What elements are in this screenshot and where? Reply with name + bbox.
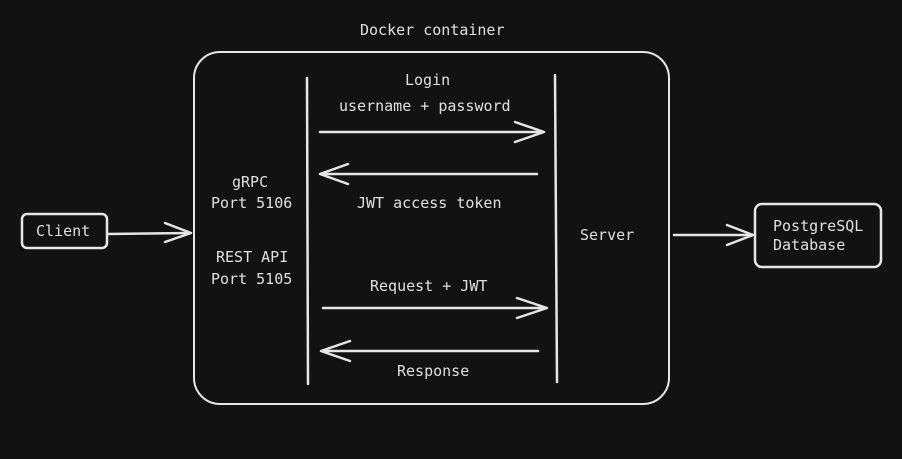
response-label: Response bbox=[397, 362, 470, 380]
database-label-line2: Database bbox=[773, 236, 846, 254]
request-jwt-label: Request + JWT bbox=[370, 277, 488, 295]
database-box bbox=[753, 202, 883, 269]
server-to-database-arrow bbox=[672, 223, 755, 247]
credentials-label: username + password bbox=[339, 97, 511, 115]
login-request-arrow bbox=[318, 120, 546, 144]
docker-container-box bbox=[193, 51, 670, 405]
response-arrow bbox=[319, 339, 540, 363]
client-label: Client bbox=[36, 222, 91, 240]
gateway-boundary-line bbox=[305, 76, 310, 386]
grpc-port-label: Port 5106 bbox=[211, 194, 293, 212]
client-to-gateway-arrow bbox=[106, 221, 193, 244]
grpc-label: gRPC bbox=[232, 173, 269, 191]
rest-api-label: REST API bbox=[216, 248, 289, 266]
container-title: Docker container bbox=[360, 21, 505, 39]
database-label-line1: PostgreSQL bbox=[773, 217, 864, 235]
rest-port-label: Port 5105 bbox=[211, 270, 293, 288]
jwt-token-label: JWT access token bbox=[357, 194, 502, 212]
server-label: Server bbox=[580, 226, 635, 244]
server-boundary-line bbox=[553, 73, 559, 384]
authenticated-request-arrow bbox=[321, 296, 549, 320]
jwt-token-response-arrow bbox=[318, 162, 539, 186]
login-label: Login bbox=[405, 71, 451, 89]
client-box bbox=[20, 212, 109, 250]
